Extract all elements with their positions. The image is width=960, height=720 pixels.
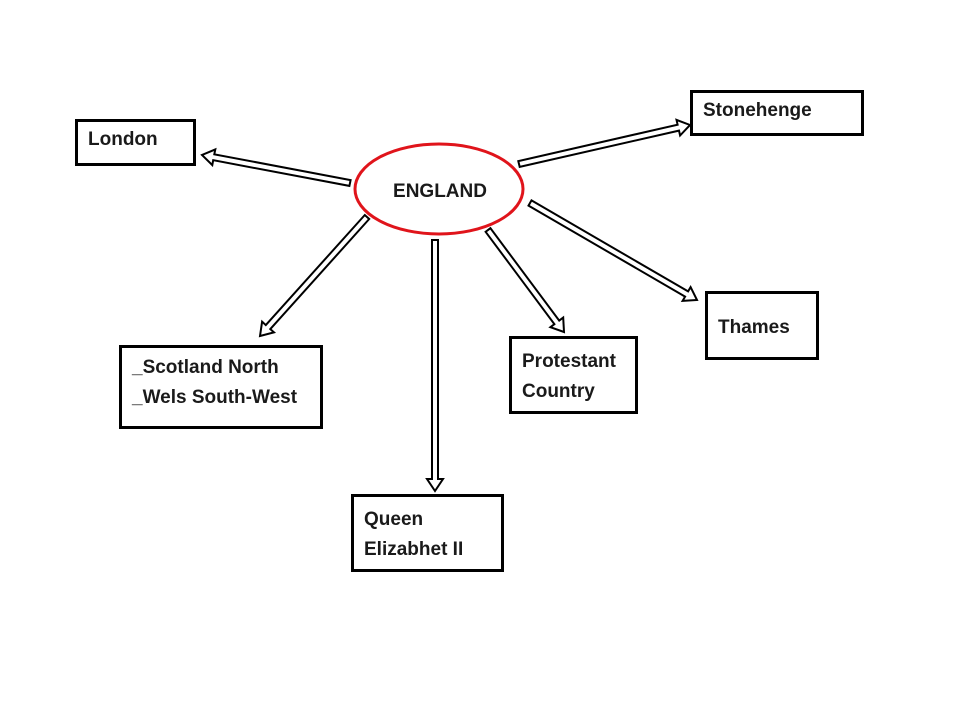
arrow-to-thames [527,199,699,303]
node-religion-line-2: Country [522,381,595,402]
arrow-to-stonehenge [517,118,692,169]
arrow-to-london [200,147,352,188]
node-queen-line-2: Elizabhet II [364,539,464,560]
arrow-to-religion [484,226,566,334]
node-queen-line-1: Queen [364,509,424,530]
node-stonehenge-text: Stonehenge [703,100,812,121]
node-thames: Thames [705,291,819,360]
node-thames-text: Thames [718,317,790,338]
arrow-to-queen [425,239,445,493]
node-london-text: London [88,129,158,150]
node-queen: Queen Elizabhet II [351,494,504,572]
node-geography-line-1: _Scotland North [132,357,279,378]
arrows-layer [200,118,699,493]
node-religion-line-1: Protestant [522,351,616,372]
node-london: London [75,119,196,166]
arrow-to-geography [258,213,371,338]
center-node-ellipse [353,142,525,236]
node-religion: Protestant Country [509,336,638,414]
node-stonehenge: Stonehenge [690,90,864,136]
node-geography-line-2: _Wels South-West [132,387,298,408]
node-geography: _Scotland North _Wels South-West [119,345,323,429]
